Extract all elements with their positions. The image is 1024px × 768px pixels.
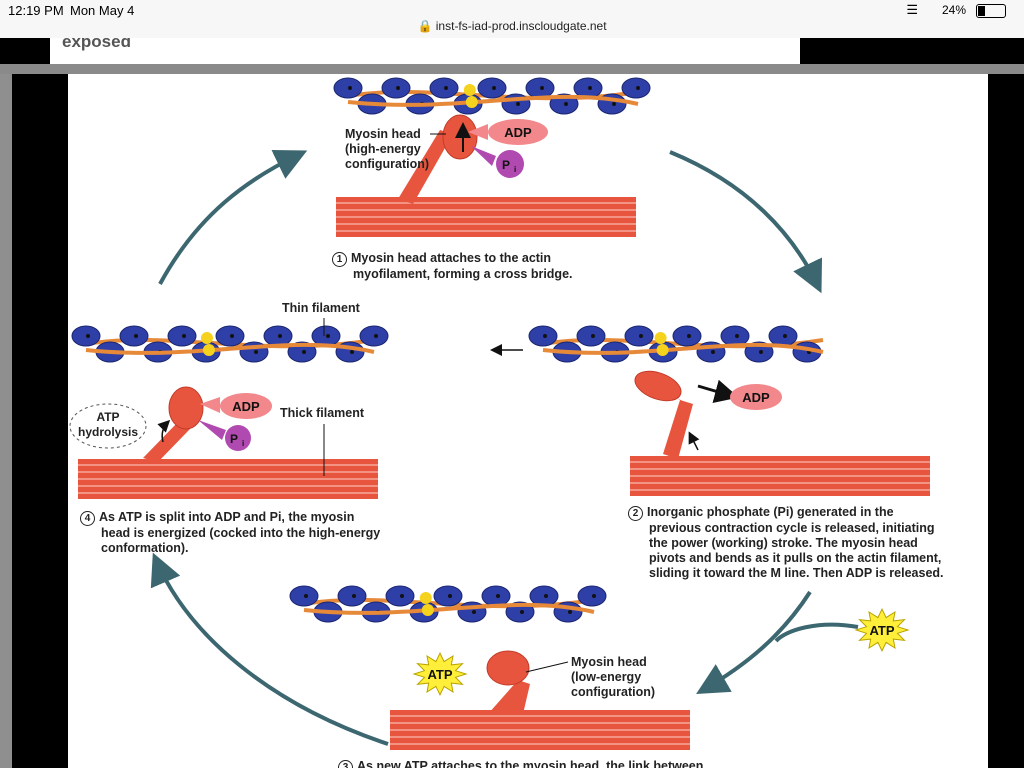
- atp-label: ATP: [869, 623, 894, 638]
- myosin-head-low-label: (low-energy: [571, 670, 641, 684]
- pi-label: P: [502, 158, 510, 172]
- cycle-arrow-3-to-4: [150, 552, 389, 746]
- cycle-arrow-4-to-1: [158, 149, 308, 285]
- wifi-icon: ☰: [906, 2, 918, 17]
- adp-label: ADP: [742, 390, 770, 405]
- myosin-head-label: (high-energy: [345, 142, 421, 156]
- adp-badge: ADP: [468, 119, 548, 145]
- leader-line: [525, 661, 569, 673]
- adp-badge: ADP: [200, 393, 272, 419]
- pi-badge: P i: [198, 420, 251, 451]
- step-number: 4: [80, 511, 95, 526]
- adp-label: ADP: [504, 125, 532, 140]
- step-number: 3: [338, 760, 353, 768]
- status-time: 12:19 PM: [8, 3, 64, 18]
- step-number: 2: [628, 506, 643, 521]
- cycle-arrow-1-to-2: [669, 150, 823, 294]
- adp-release-badge: ADP: [730, 384, 782, 410]
- status-date: Mon May 4: [70, 3, 135, 18]
- cycle-arrow-2-to-3: [696, 590, 812, 695]
- battery-percent: 24%: [941, 3, 966, 17]
- myosin-head-label: configuration): [345, 157, 429, 171]
- page-header-fragment: exposed: [50, 38, 800, 64]
- thick-filament: [78, 459, 378, 499]
- actin-filament: [71, 325, 389, 363]
- myosin-head-low-label: configuration): [571, 685, 655, 699]
- thick-filament: [336, 197, 636, 237]
- atp-burst: ATP: [412, 652, 468, 696]
- atp-burst: ATP: [854, 608, 910, 652]
- actin-filament: [289, 585, 607, 623]
- thick-filament: [630, 456, 930, 496]
- atp-hydrolysis-label: ATP: [96, 410, 119, 424]
- myosin-head-power-stroke: [634, 370, 739, 459]
- atp-entry-arrow: [774, 622, 859, 643]
- pi-subscript: i: [242, 439, 244, 448]
- scroll-gutter[interactable]: [0, 74, 12, 768]
- atp-label: ATP: [427, 667, 452, 682]
- cross-bridge-cycle-figure: ADP P i Myosin head (high-energy configu…: [68, 74, 988, 768]
- status-bar: 12:19 PM Mon May 4 🔒 inst-fs-iad-prod.in…: [0, 0, 1024, 38]
- pi-label: P: [230, 432, 238, 446]
- myosin-head-low-energy: [486, 650, 530, 714]
- divider: [0, 64, 1024, 74]
- myosin-head-cocked: [143, 386, 204, 462]
- thick-filament: [390, 710, 690, 750]
- adp-label: ADP: [232, 399, 260, 414]
- lock-icon: 🔒: [417, 19, 433, 33]
- figure-svg: ADP P i Myosin head (high-energy configu…: [69, 77, 930, 750]
- actin-filament: [333, 77, 651, 115]
- actin-filament: [528, 325, 824, 363]
- step-number: 1: [332, 252, 347, 267]
- myosin-head-low-label: Myosin head: [571, 655, 647, 669]
- url-text: inst-fs-iad-prod.inscloudgate.net: [435, 19, 607, 33]
- address-bar[interactable]: 🔒 inst-fs-iad-prod.inscloudgate.net: [0, 19, 1024, 33]
- pi-badge: P i: [471, 146, 524, 178]
- thick-filament-label: Thick filament: [280, 406, 365, 420]
- thin-filament-label: Thin filament: [282, 301, 361, 315]
- atp-hydrolysis-label: hydrolysis: [78, 425, 138, 439]
- battery-icon: [976, 4, 1006, 18]
- myosin-head-high-energy: [398, 114, 478, 204]
- atp-hydrolysis-bubble: [69, 403, 147, 449]
- myosin-head-label: Myosin head: [345, 127, 421, 141]
- pi-subscript: i: [514, 165, 516, 174]
